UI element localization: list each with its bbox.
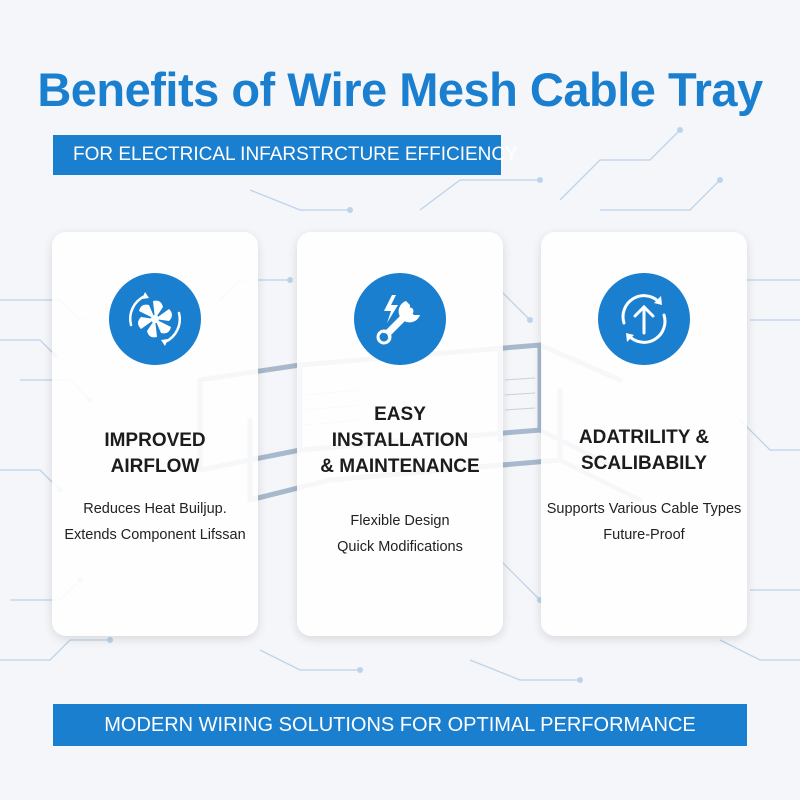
card-title: EASY INSTALLATION & MAINTENANCE bbox=[320, 404, 480, 477]
benefit-card-installation: EASY INSTALLATION & MAINTENANCE Flexible… bbox=[297, 232, 503, 636]
wrench-lightning-icon bbox=[354, 273, 446, 365]
card-description: Supports Various Cable Types Future-Proo… bbox=[546, 501, 742, 543]
benefit-card-airflow: IMPROVED AIRFLOW Reduces Heat Builjup. E… bbox=[52, 232, 258, 636]
footer-banner: MODERN WIRING SOLUTIONS FOR OPTIMAL PERF… bbox=[53, 704, 747, 746]
card-description: Flexible Design Quick Modifications bbox=[337, 513, 463, 555]
card-title: ADATRILITY & SCALIBABILY bbox=[578, 427, 710, 474]
benefit-card-scalability: ADATRILITY & SCALIBABILY Supports Variou… bbox=[541, 232, 747, 636]
page-title: Benefits of Wire Mesh Cable Tray bbox=[37, 63, 763, 116]
fan-airflow-icon bbox=[109, 273, 201, 365]
subtitle-banner: FOR ELECTRICAL INFARSTRCTURE EFFICIENCY bbox=[53, 135, 518, 175]
upward-arrow-cycle-icon bbox=[598, 273, 690, 365]
card-description: Reduces Heat Builjup. Extends Component … bbox=[64, 501, 246, 543]
card-title: IMPROVED AIRFLOW bbox=[104, 430, 206, 477]
